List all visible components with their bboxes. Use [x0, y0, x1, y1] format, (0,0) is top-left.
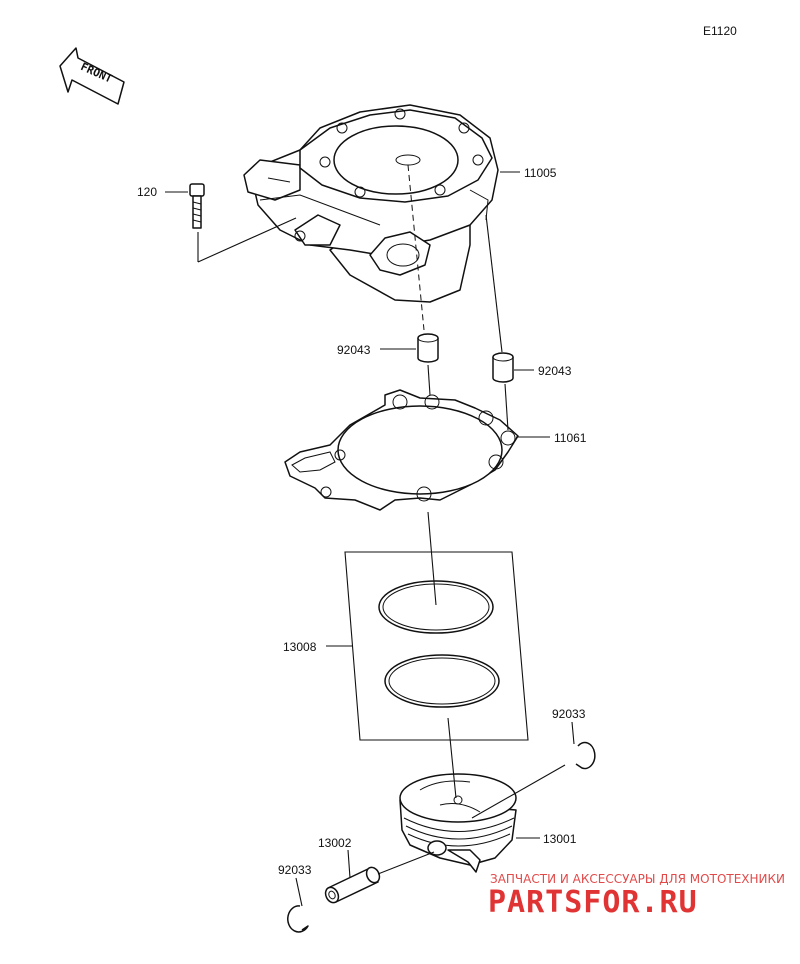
diagram-code: E1120: [703, 24, 737, 38]
label-92033-upper: 92033: [552, 707, 586, 721]
label-11061: 11061: [554, 431, 587, 445]
label-13002: 13002: [318, 836, 352, 850]
circlip-92033-upper: [575, 741, 596, 770]
cylinder-11005: [243, 104, 499, 303]
label-120: 120: [137, 185, 157, 199]
label-13001: 13001: [543, 832, 577, 846]
front-arrow-icon: FRONT: [59, 47, 125, 105]
label-92043-right: 92043: [538, 364, 572, 378]
dowel-pin-92043-right: [492, 352, 514, 383]
watermark-tagline: ЗАПЧАСТИ И АКСЕССУАРЫ ДЛЯ МОТОТЕХНИКИ: [490, 872, 785, 886]
leader-lines: [165, 164, 575, 907]
label-92033-lower: 92033: [278, 863, 312, 877]
circlip-92033-lower: [287, 905, 309, 933]
label-13008: 13008: [283, 640, 317, 654]
piston-pin-13002: [324, 866, 381, 904]
piston-ring-upper: [378, 580, 494, 634]
dowel-pin-92043-left: [417, 333, 439, 363]
gasket-11061: [284, 389, 519, 511]
bolt-120: [189, 183, 205, 229]
ring-set-frame: [344, 551, 529, 741]
piston-ring-lower: [384, 654, 500, 708]
label-11005: 11005: [524, 166, 557, 180]
piston-13001: [399, 773, 517, 873]
label-92043-left: 92043: [337, 343, 371, 357]
watermark-logo: PARTSFOR.RU: [488, 885, 698, 920]
